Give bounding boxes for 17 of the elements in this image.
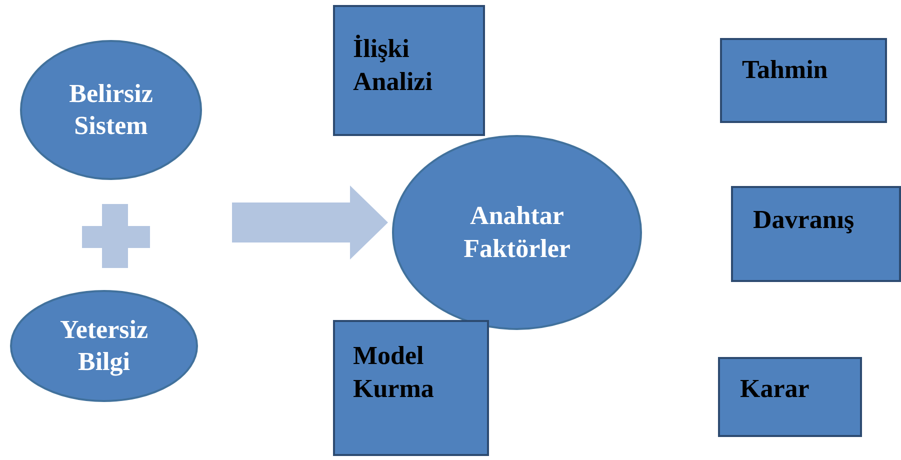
- node-label: Model Kurma: [353, 340, 435, 404]
- node-label: Karar: [740, 373, 810, 405]
- process-box: [718, 357, 862, 437]
- ellipse-node: [20, 40, 202, 180]
- node-label: Tahmin: [742, 54, 829, 86]
- process-box: [720, 38, 887, 123]
- node-label: Yetersiz Bilgi: [58, 314, 150, 378]
- process-box: [333, 320, 489, 456]
- node-label: İlişki Analizi: [353, 33, 434, 98]
- process-box: [333, 5, 485, 136]
- ellipse-node: [392, 135, 642, 330]
- node-label: Davranış: [753, 204, 856, 236]
- process-box: [731, 186, 901, 282]
- node-label: Belirsiz Sistem: [68, 78, 154, 142]
- block-arrow: [232, 186, 388, 260]
- ellipse-node: [10, 290, 198, 402]
- node-label: Anahtar Faktörler: [462, 200, 572, 264]
